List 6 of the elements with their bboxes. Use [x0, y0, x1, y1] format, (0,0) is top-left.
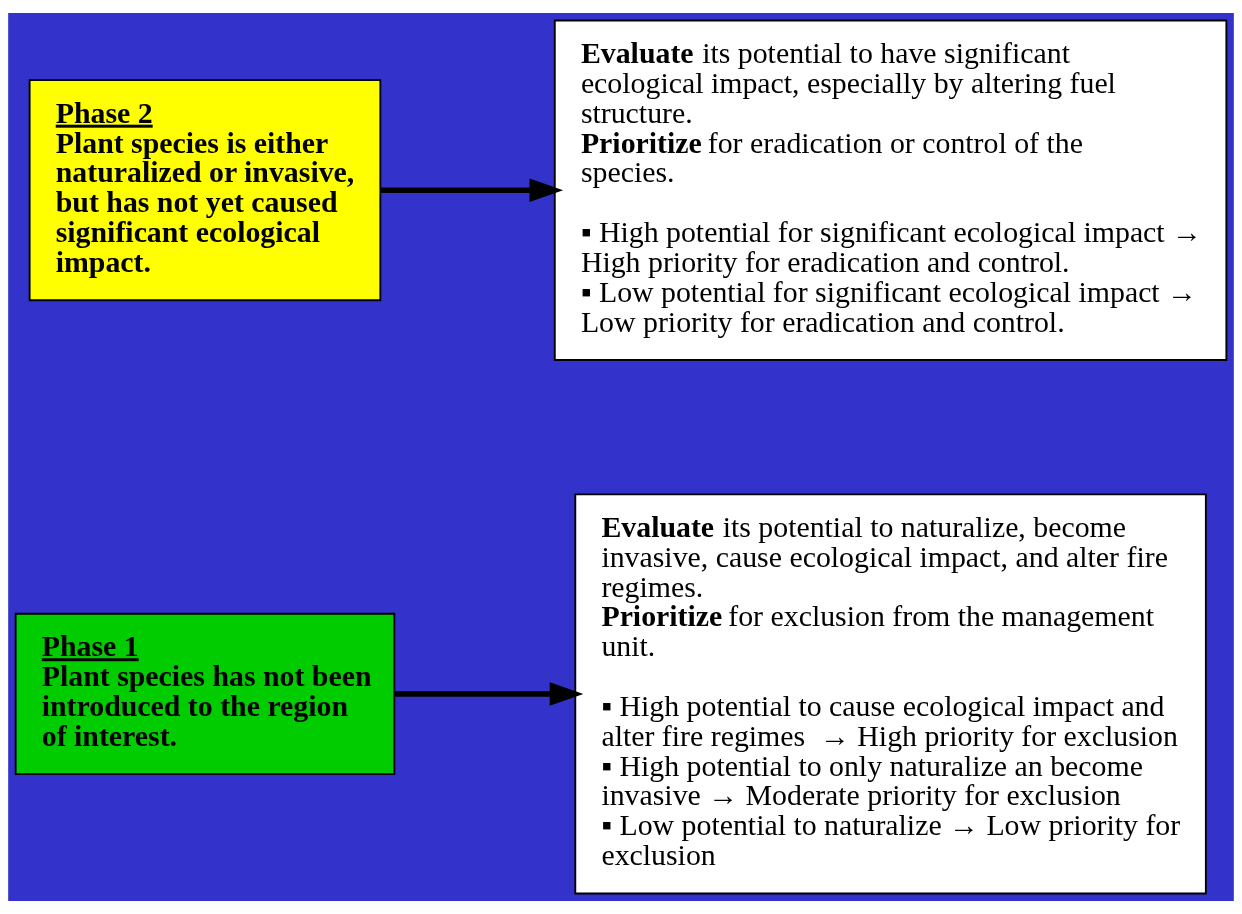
node-box: Phase 2 Plant species is either naturalized or invasive, but has not yet caused significant ecological impact.: [28, 79, 382, 302]
arrow: [380, 178, 564, 202]
node-box: Evaluate its potential to have significant ecological impact, especially by altering fuel structure. Prioritize for eradication or control of the species. ▪ High potential for significant ecological impact → High priority for eradication and control. ▪ Low potential for significant ecological impact → Low priority for eradication and control.: [553, 19, 1228, 361]
arrow: [394, 682, 584, 706]
node-box: Evaluate its potential to naturalize, become invasive, cause ecological impact, and alter fire regimes. Prioritize for exclusion from the management unit. ▪ High potential to cause ecological impact and alter fire regimes → High priority for exclusion ▪ High potential to only naturalize an become invasive → Moderate priority for exclusion ▪ Low potential to naturalize → Low priority for exclusion: [574, 493, 1207, 895]
node-box: Phase 1 Plant species has not been introduced to the region of interest.: [14, 612, 396, 776]
